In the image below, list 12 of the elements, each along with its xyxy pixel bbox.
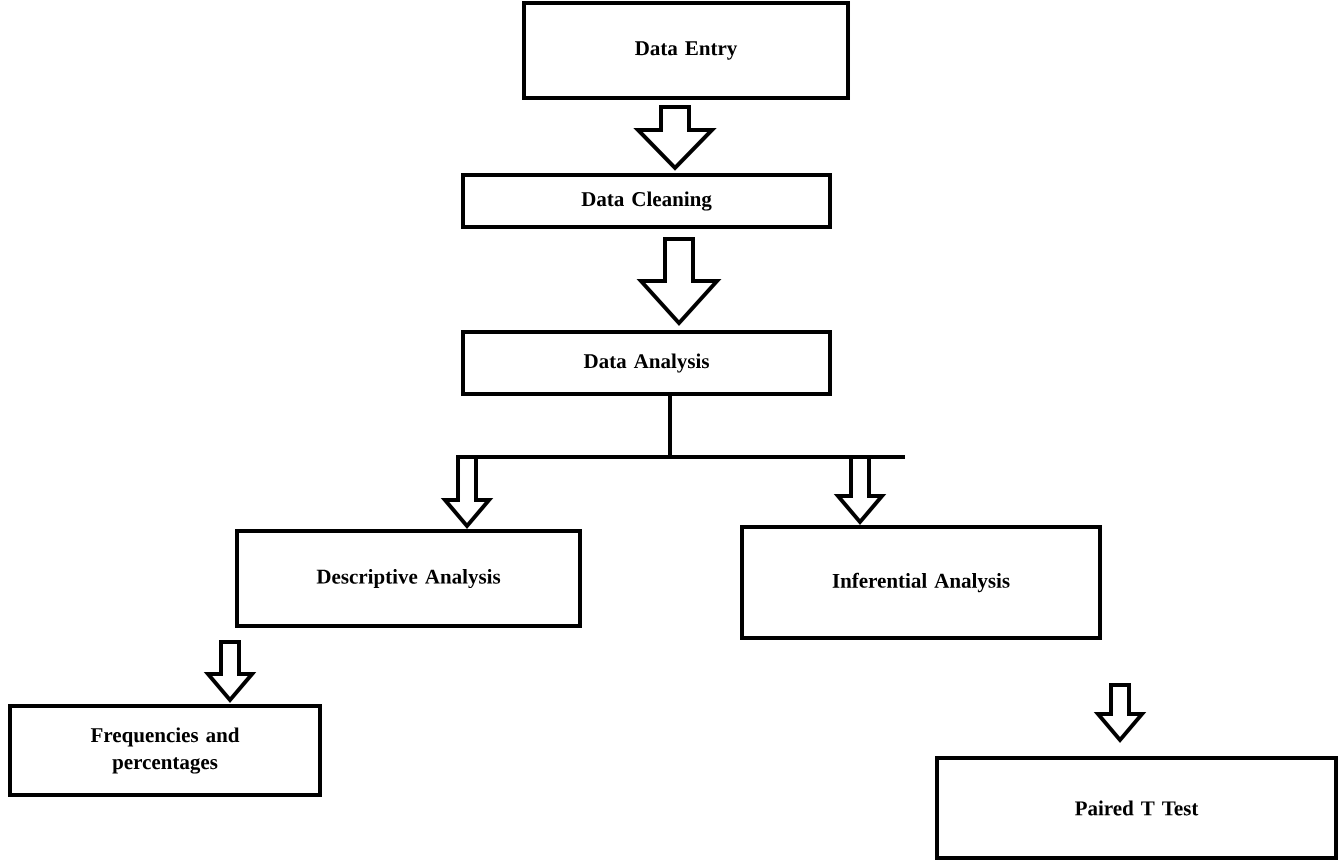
block-arrow <box>203 640 257 704</box>
process-box: Descriptive Analysis <box>235 529 582 628</box>
process-box: Data Cleaning <box>461 173 832 229</box>
process-box: Data Entry <box>522 1 850 100</box>
process-box: Inferential Analysis <box>740 525 1102 640</box>
process-box: Frequencies and percentages <box>8 704 322 797</box>
block-arrow <box>636 237 722 326</box>
block-arrow <box>668 394 907 526</box>
block-arrow <box>633 105 717 171</box>
block-arrow <box>1093 683 1147 744</box>
process-box: Paired T Test <box>935 756 1338 860</box>
process-box: Data Analysis <box>461 330 832 396</box>
